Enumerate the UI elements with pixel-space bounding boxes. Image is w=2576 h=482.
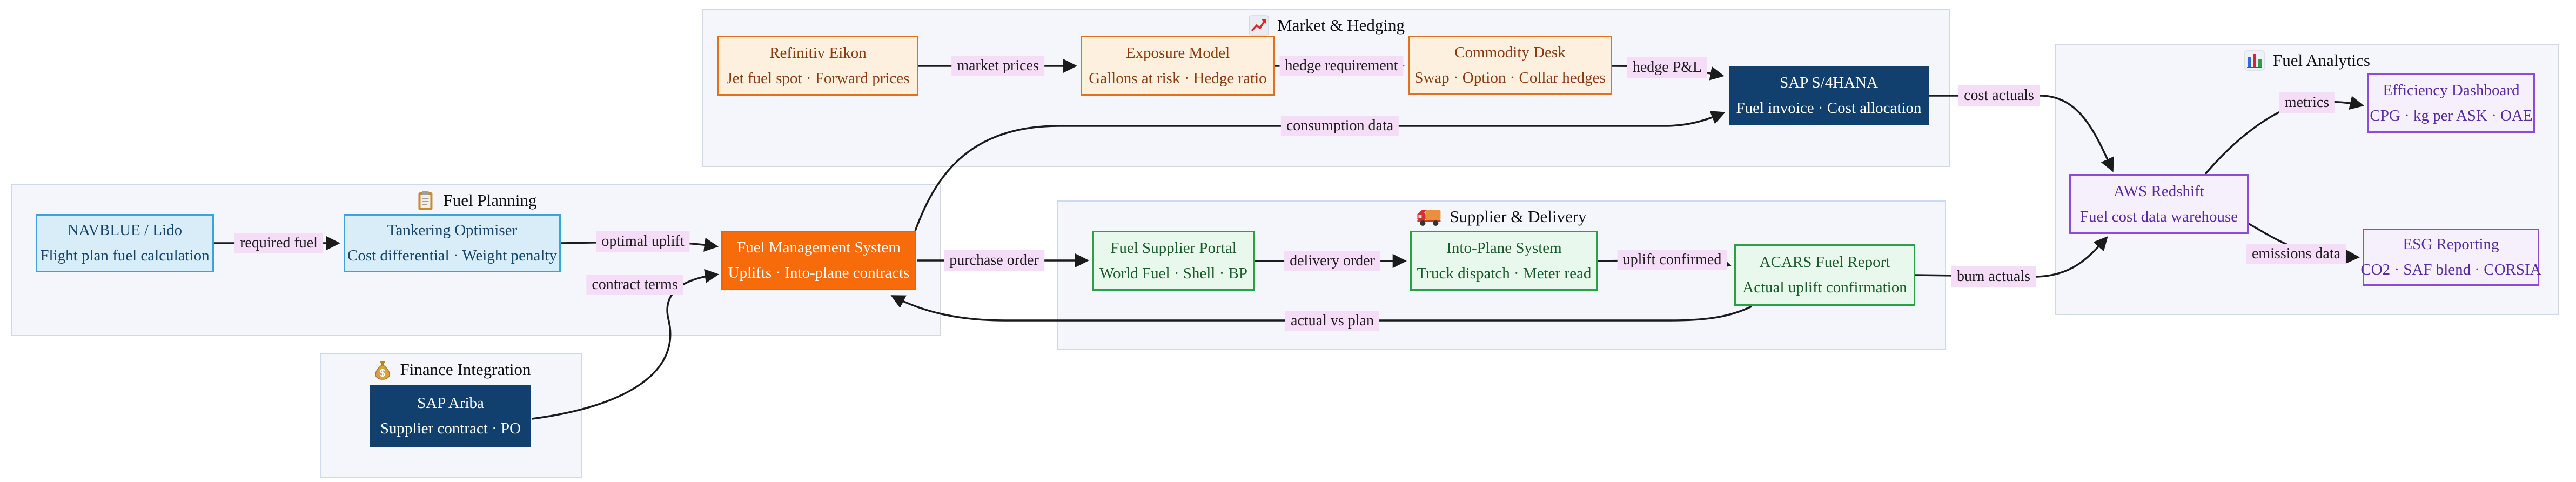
group-title-text: Market & Hedging: [1277, 16, 1405, 35]
node-subtitle: Swap · Option · Collar hedges: [1414, 69, 1606, 86]
edge-consumption-data: [914, 111, 1726, 231]
node-subtitle: Fuel cost data warehouse: [2079, 207, 2238, 225]
node-exposure-model: Exposure Model Gallons at risk · Hedge r…: [1081, 36, 1275, 96]
edge-label-market-prices: market prices: [951, 56, 1044, 76]
node-efficiency-dashboard: Efficiency Dashboard CPG · kg per ASK · …: [2367, 73, 2535, 133]
group-title-text: Fuel Analytics: [2273, 51, 2370, 70]
edge-label-hedge-requirement: hedge requirement: [1279, 56, 1404, 76]
node-subtitle: Jet fuel spot · Forward prices: [726, 69, 910, 87]
edge-burn-actuals: [1915, 236, 2108, 278]
edge-label-hedge-pnl: hedge P&L: [1627, 57, 1708, 78]
group-supplier-header: Supplier & Delivery: [1416, 206, 1587, 227]
group-analytics-header: Fuel Analytics: [2244, 50, 2370, 71]
node-subtitle: Gallons at risk · Hedge ratio: [1089, 69, 1267, 87]
node-subtitle: Actual uplift confirmation: [1742, 279, 1907, 296]
clipboard-icon: [418, 191, 433, 210]
node-sap-ariba: SAP Ariba Supplier contract · PO: [370, 385, 531, 447]
node-title: AWS Redshift: [2114, 182, 2204, 200]
node-fuel-supplier-portal: Fuel Supplier Portal World Fuel · Shell …: [1092, 231, 1255, 291]
node-acars-fuel-report: ACARS Fuel Report Actual uplift confirma…: [1734, 244, 1915, 306]
node-navblue-lido: NAVBLUE / Lido Flight plan fuel calculat…: [36, 214, 214, 272]
node-title: Exposure Model: [1125, 44, 1230, 62]
delivery-truck-icon: [1417, 210, 1441, 226]
node-subtitle: World Fuel · Shell · BP: [1099, 264, 1247, 282]
bar-chart-icon: [2244, 50, 2265, 71]
edge-label-burn-actuals: burn actuals: [1951, 266, 2036, 287]
edge-actual-vs-plan: [890, 295, 1752, 322]
node-title: Fuel Management System: [737, 239, 901, 257]
edge-contract-terms: [532, 269, 719, 420]
node-subtitle: CO2 · SAF blend · CORSIA: [2360, 261, 2541, 278]
node-subtitle: Supplier contract · PO: [380, 420, 521, 437]
node-subtitle: Uplifts · Into-plane contracts: [728, 264, 910, 282]
group-market-header: Market & Hedging: [1248, 15, 1405, 36]
node-subtitle: CPG · kg per ASK · OAE: [2370, 107, 2533, 124]
node-aws-redshift: AWS Redshift Fuel cost data warehouse: [2069, 174, 2249, 234]
node-title: NAVBLUE / Lido: [67, 222, 183, 239]
edge-cost-actuals: [1929, 95, 2114, 172]
edge-label-cost-actuals: cost actuals: [1958, 85, 2040, 106]
node-subtitle: Fuel invoice · Cost allocation: [1736, 99, 1922, 117]
group-finance-integration: Finance Integration: [320, 353, 582, 478]
group-title-text: Supplier & Delivery: [1450, 207, 1587, 226]
node-subtitle: Flight plan fuel calculation: [40, 247, 210, 264]
node-subtitle: Cost differential · Weight penalty: [347, 247, 557, 264]
node-fuel-management-system: Fuel Management System Uplifts · Into-pl…: [721, 231, 916, 290]
edge-label-delivery-order: delivery order: [1284, 251, 1380, 271]
edge-label-uplift-confirmed: uplift confirmed: [1617, 250, 1727, 270]
node-into-plane-system: Into-Plane System Truck dispatch · Meter…: [1410, 231, 1598, 291]
group-title-text: Finance Integration: [400, 360, 531, 379]
edge-label-metrics: metrics: [2279, 92, 2335, 113]
node-title: ESG Reporting: [2403, 236, 2499, 253]
node-title: Refinitiv Eikon: [769, 44, 867, 62]
chart-increasing-icon: [1249, 15, 1269, 36]
group-title-text: Fuel Planning: [443, 191, 537, 210]
edge-label-emissions-data: emissions data: [2246, 244, 2346, 264]
edge-label-contract-terms: contract terms: [586, 275, 683, 295]
money-bag-icon: [374, 361, 390, 380]
edge-label-consumption-data: consumption data: [1280, 116, 1399, 136]
edge-label-actual-vs-plan: actual vs plan: [1285, 311, 1379, 331]
node-title: ACARS Fuel Report: [1759, 253, 1890, 271]
node-title: Tankering Optimiser: [387, 222, 518, 239]
node-title: Fuel Supplier Portal: [1110, 239, 1237, 257]
node-refinitiv-eikon: Refinitiv Eikon Jet fuel spot · Forward …: [717, 36, 918, 96]
node-commodity-desk: Commodity Desk Swap · Option · Collar he…: [1408, 36, 1612, 95]
node-sap-s4hana: SAP S/4HANA Fuel invoice · Cost allocati…: [1729, 66, 1929, 125]
edge-label-required-fuel: required fuel: [234, 233, 323, 253]
edge-label-optimal-uplift: optimal uplift: [596, 231, 690, 252]
node-title: SAP S/4HANA: [1780, 74, 1878, 92]
group-finance-header: Finance Integration: [372, 359, 531, 380]
node-title: SAP Ariba: [417, 394, 484, 412]
node-subtitle: Truck dispatch · Meter read: [1417, 264, 1592, 282]
group-planning-header: Fuel Planning: [415, 190, 537, 211]
node-tankering-optimiser: Tankering Optimiser Cost differential · …: [344, 214, 561, 272]
node-esg-reporting: ESG Reporting CO2 · SAF blend · CORSIA: [2360, 229, 2541, 286]
edge-label-purchase-order: purchase order: [944, 250, 1044, 271]
node-title: Into-Plane System: [1446, 239, 1562, 257]
node-title: Efficiency Dashboard: [2383, 82, 2520, 99]
node-title: Commodity Desk: [1454, 44, 1566, 62]
